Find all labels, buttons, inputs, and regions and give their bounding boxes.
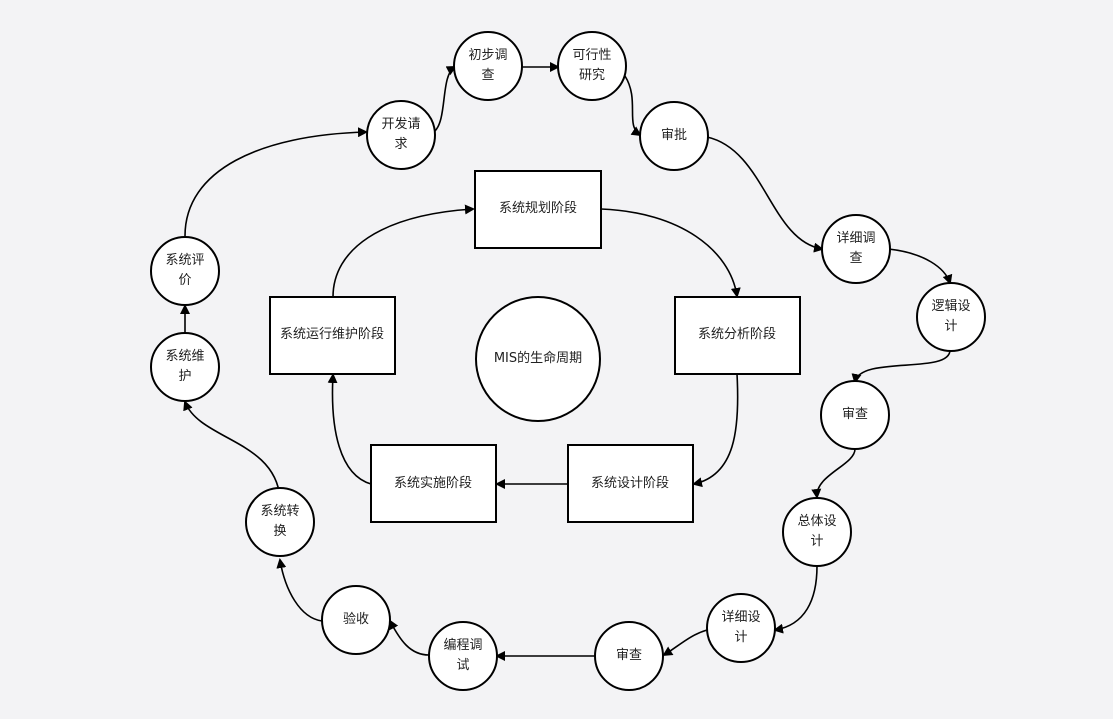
edge-overall-to-detailed-design	[773, 565, 818, 634]
step-detailed-survey-line1: 详细调	[836, 231, 876, 246]
edge-approval-to-detailed-survey	[706, 136, 824, 253]
phase-analysis-label: 系统分析阶段	[697, 327, 777, 342]
phase-implementation-label: 系统实施阶段	[393, 476, 473, 491]
step-coding-debug-circle	[428, 621, 498, 691]
edge-feasibility-to-approval	[624, 75, 642, 137]
step-logical-design-label: 逻辑设 计	[931, 297, 970, 337]
step-system-maintenance-circle	[150, 332, 220, 402]
step-overall-design-circle	[782, 497, 852, 567]
step-system-conversion-circle	[245, 487, 315, 557]
step-coding-debug-line2: 试	[456, 658, 470, 673]
edge-coding-to-acceptance	[389, 619, 430, 656]
step-detailed-design-label: 详细设 计	[721, 608, 760, 648]
edge-analysis-to-design	[692, 373, 739, 488]
edge-request-to-prelim	[433, 66, 457, 133]
step-system-evaluation-label: 系统评 价	[165, 251, 204, 291]
step-system-maintenance-line2: 护	[178, 369, 192, 384]
step-dev-request-label: 开发请 求	[381, 115, 420, 155]
edge-implementation-to-maintenance	[327, 373, 372, 485]
step-review-1-line1: 审查	[841, 407, 869, 422]
step-dev-request-line2: 求	[394, 137, 408, 152]
step-dev-request-circle	[366, 100, 436, 170]
step-feasibility-circle	[557, 31, 627, 101]
edge-maintenance-to-planning	[332, 204, 475, 298]
step-coding-debug-label: 编程调 试	[443, 636, 482, 676]
step-logical-design-circle	[916, 282, 986, 352]
phase-maintenance-label: 系统运行维护阶段	[279, 327, 385, 342]
step-review-1-label: 审查	[842, 405, 868, 425]
phase-planning-label: 系统规划阶段	[498, 201, 578, 216]
step-acceptance-circle	[321, 585, 391, 655]
step-dev-request-line1: 开发请	[381, 117, 421, 132]
step-logical-design-line2: 计	[944, 319, 958, 334]
center-label: MIS的生命周期	[493, 351, 583, 366]
phase-design-box	[567, 444, 694, 523]
step-detailed-design-line2: 计	[734, 630, 748, 645]
step-detailed-survey-line2: 查	[849, 251, 863, 266]
step-prelim-survey-line2: 查	[481, 68, 495, 83]
step-review-2-label: 审查	[616, 646, 642, 666]
edge-acceptance-to-conversion	[276, 558, 323, 622]
step-acceptance-line1: 验收	[342, 612, 370, 627]
step-system-maintenance-label: 系统维 护	[165, 347, 204, 387]
step-system-conversion-line1: 系统转	[260, 504, 300, 519]
edge-detailed-survey-to-logical	[887, 248, 953, 285]
phase-design-label: 系统设计阶段	[590, 476, 670, 491]
step-overall-design-line2: 计	[810, 534, 824, 549]
step-prelim-survey-circle	[453, 31, 523, 101]
edge-logical-to-review1	[851, 349, 951, 384]
step-system-evaluation-circle	[150, 236, 220, 306]
phase-analysis-box	[674, 296, 801, 375]
step-review-1-circle	[820, 380, 890, 450]
step-review-2-circle	[594, 621, 664, 691]
phase-implementation-box	[370, 444, 497, 523]
edge-review1-to-overall	[811, 448, 856, 499]
step-approval-circle	[639, 101, 709, 171]
step-approval-line1: 审批	[660, 128, 688, 143]
step-approval-label: 审批	[661, 126, 687, 146]
step-review-2-line1: 审查	[615, 648, 643, 663]
phase-planning-box	[474, 170, 602, 249]
edge-detailed-design-to-review2	[662, 629, 708, 657]
edge-planning-to-analysis	[600, 208, 741, 298]
center-circle	[475, 296, 601, 422]
step-system-maintenance-line1: 系统维	[165, 349, 205, 364]
step-system-conversion-label: 系统转 换	[260, 502, 299, 542]
phase-maintenance-box	[269, 296, 396, 375]
step-overall-design-line1: 总体设	[797, 514, 837, 529]
step-prelim-survey-line1: 初步调	[468, 48, 508, 63]
step-coding-debug-line1: 编程调	[443, 638, 483, 653]
step-detailed-survey-circle	[821, 214, 891, 284]
step-detailed-design-circle	[706, 593, 776, 663]
step-system-conversion-line2: 换	[273, 524, 287, 539]
step-detailed-design-line1: 详细设	[721, 610, 761, 625]
edge-conversion-to-maintenance	[183, 400, 281, 499]
step-feasibility-label: 可行性 研究	[572, 46, 611, 86]
step-prelim-survey-label: 初步调 查	[468, 46, 507, 86]
step-overall-design-label: 总体设 计	[797, 512, 836, 552]
step-feasibility-line2: 研究	[578, 68, 606, 83]
step-acceptance-label: 验收	[343, 610, 369, 630]
edge-evaluation-to-request	[184, 127, 368, 237]
step-logical-design-line1: 逻辑设	[931, 299, 971, 314]
step-system-evaluation-line2: 价	[178, 273, 192, 288]
step-system-evaluation-line1: 系统评	[165, 253, 205, 268]
step-feasibility-line1: 可行性	[572, 48, 612, 63]
step-detailed-survey-label: 详细调 查	[836, 229, 875, 269]
